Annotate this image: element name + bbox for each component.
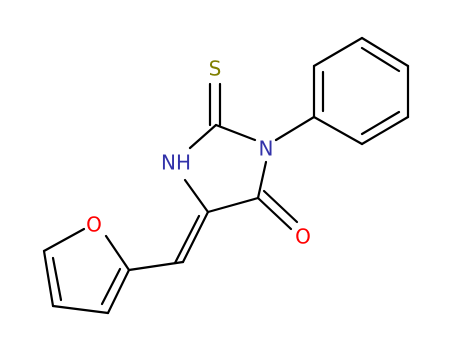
atom-nitrogen-n3: N (259, 137, 274, 161)
bond-furan-c5-c4-b (51, 256, 63, 302)
bond-c2-n1 (188, 123, 218, 150)
bond-ph-2 (312, 36, 364, 68)
bond-c4-o-b (262, 189, 299, 224)
bond-ph-3 (360, 36, 410, 68)
bond-ch-furan (127, 260, 185, 272)
bond-n3-phenyl (274, 115, 316, 142)
bond-furan-c4-c3 (51, 304, 110, 315)
bond-furan-o-c5 (42, 227, 86, 253)
bond-ph-5-inner (360, 110, 401, 136)
bond-furan-c3-c2-a (106, 268, 131, 315)
atom-oxygen-carbonyl: O (295, 225, 311, 249)
bond-furan-c5-c4-a (42, 249, 55, 308)
bond-c4-c5 (206, 196, 260, 214)
bond-n3-c4 (256, 160, 268, 200)
atom-labels: S N NH O O (86, 57, 311, 249)
atom-nitrogen-nh: NH (161, 151, 191, 175)
bond-c5-ch-b (173, 214, 201, 265)
bonds (42, 36, 410, 315)
bond-furan-c3-c2-b (100, 267, 122, 306)
bond-c5-ch-a (181, 210, 210, 264)
bond-c5-n1 (183, 178, 210, 214)
bond-c2-n3 (214, 123, 257, 142)
bond-ph-5 (360, 115, 410, 146)
bond-furan-c2-o (104, 234, 131, 272)
bond-ph-6 (312, 115, 364, 146)
atom-sulfur: S (209, 57, 222, 81)
bond-c4-o-a (256, 196, 293, 231)
bond-ph-3-inner (360, 46, 401, 73)
atom-oxygen-furan: O (86, 213, 102, 237)
